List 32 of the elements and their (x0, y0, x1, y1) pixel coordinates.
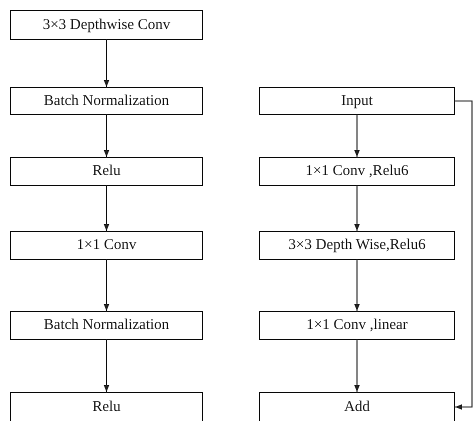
arrow (104, 340, 110, 392)
box-label: 3×3 Depth Wise,Relu6 (288, 237, 426, 254)
arrow (354, 186, 360, 231)
box-label: Batch Normalization (44, 317, 170, 334)
arrow (104, 186, 110, 231)
process-box (259, 231, 455, 260)
box-label: 1×1 Conv (76, 237, 136, 254)
process-box (259, 157, 455, 186)
box-label: Relu (92, 163, 121, 180)
box-label: 3×3 Depthwise Conv (42, 16, 170, 34)
arrow (104, 40, 110, 87)
arrow (354, 260, 360, 311)
box-label: Add (344, 398, 370, 416)
process-box (259, 87, 455, 115)
arrow (104, 260, 110, 311)
process-box (10, 231, 203, 260)
box-label: Relu (92, 398, 121, 416)
process-box (10, 87, 203, 115)
process-box (10, 157, 203, 186)
arrow (455, 100, 473, 410)
box-label: 1×1 Conv ,linear (306, 317, 408, 334)
arrow (354, 115, 360, 157)
process-box (10, 10, 203, 40)
process-box (10, 392, 203, 421)
box-label: Input (341, 92, 373, 110)
box-label: 1×1 Conv ,Relu6 (305, 163, 409, 180)
process-box (10, 311, 203, 340)
box-label: Batch Normalization (44, 92, 170, 110)
arrow (104, 115, 110, 157)
process-box (259, 311, 455, 340)
process-box (259, 392, 455, 421)
arrow (354, 340, 360, 392)
